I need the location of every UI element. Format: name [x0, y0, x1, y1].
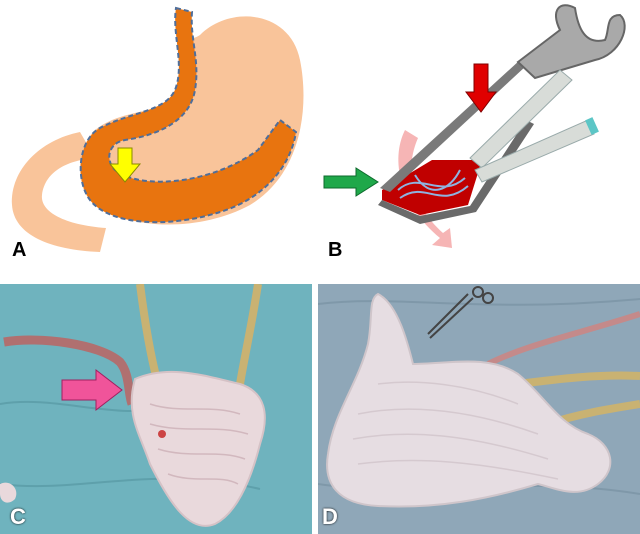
cartridge-tube-lower	[474, 119, 595, 183]
esophagus-strip-d	[486, 311, 640, 367]
duodenum-shape	[11, 132, 106, 252]
stomach-diagram	[11, 6, 304, 252]
yellow-arrow-icon	[108, 147, 142, 183]
panel-c-specimen-photo: C	[0, 284, 312, 534]
pink-arrow-icon	[61, 368, 123, 412]
panel-d-specimen-photo: D	[318, 284, 640, 534]
stapler-fork-handle	[516, 4, 626, 80]
rugae-lines	[149, 403, 249, 485]
tissue-spot	[158, 430, 166, 438]
green-arrow-icon	[323, 167, 379, 197]
specimen-d-illustration	[318, 284, 640, 534]
panel-label-c: C	[10, 504, 26, 529]
resection-band	[79, 6, 298, 224]
stomach-tissue-c	[130, 370, 266, 527]
tissue-fragment	[0, 482, 17, 503]
tissue-fibers	[397, 169, 469, 199]
panel-label-a: A	[12, 239, 27, 261]
stomach-tissue-d	[326, 292, 612, 508]
cartridge-tube-upper	[469, 69, 573, 169]
panel-label-d: D	[322, 504, 338, 529]
forceps	[427, 286, 494, 339]
tube-d-upper	[517, 371, 640, 388]
esophagus-strip	[3, 335, 137, 406]
specimen-c-illustration	[0, 284, 312, 534]
tube-end-cap	[585, 117, 599, 135]
tube-right	[236, 284, 262, 385]
rugae-lines-d	[352, 381, 559, 480]
panel-b-stapler-diagram: B	[320, 0, 640, 270]
panel-a-stomach-diagram: A	[0, 0, 320, 270]
red-arrow-icon	[465, 63, 497, 113]
panel-label-b: B	[328, 239, 343, 261]
stapler-diagram	[323, 4, 626, 248]
